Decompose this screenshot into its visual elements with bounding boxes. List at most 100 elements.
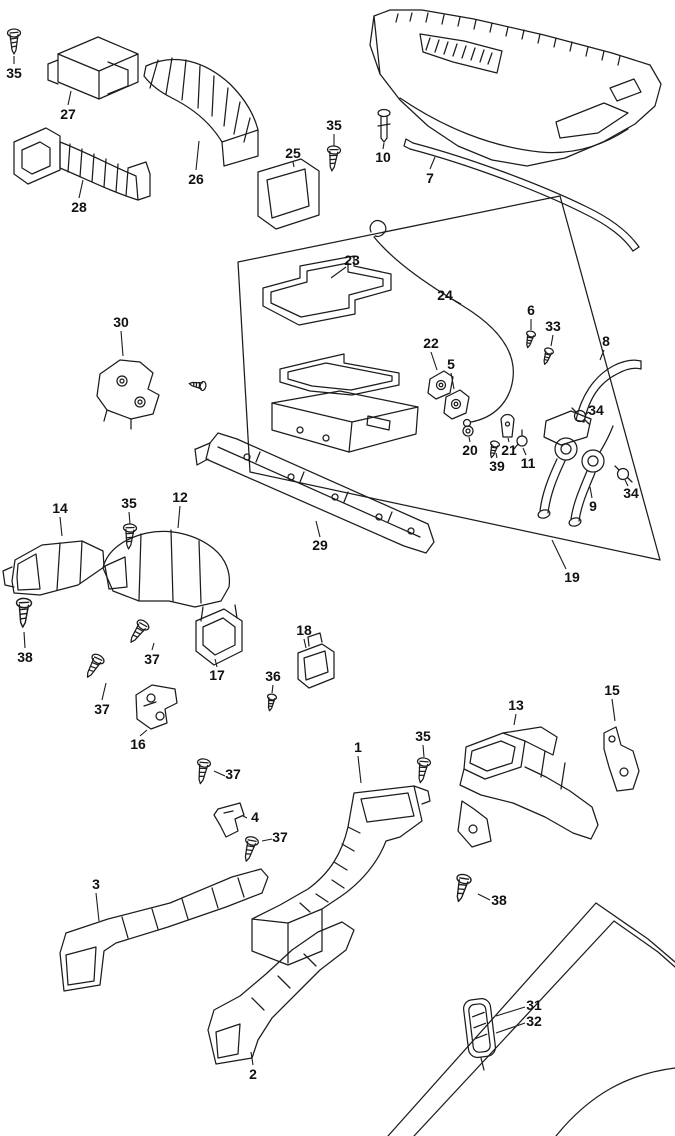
part-callout-25: 25: [285, 145, 301, 161]
leader-line-24: [451, 298, 462, 305]
part-callout-27: 27: [60, 106, 76, 122]
leader-line-14: [59, 516, 63, 537]
leader-line-29: [315, 520, 321, 538]
part-callout-35: 35: [6, 65, 22, 81]
part-callout-15: 15: [604, 682, 620, 698]
leader-line-20: [468, 436, 471, 443]
part-21-art: [500, 413, 515, 438]
part-callout-28: 28: [71, 199, 87, 215]
part-27-art: [47, 36, 139, 100]
part-callout-35: 35: [121, 495, 137, 511]
leader-line-7: [429, 156, 436, 170]
leader-line-15: [611, 698, 616, 722]
part-callout-12: 12: [172, 489, 188, 505]
leader-line-39: [495, 452, 498, 459]
part-callout-18: 18: [296, 622, 312, 638]
part-4-art: [213, 802, 245, 838]
leader-line-35: [128, 511, 131, 525]
part-15-art: [603, 726, 640, 792]
leader-line-11: [522, 447, 527, 456]
part-callout-35: 35: [326, 117, 342, 133]
part-callout-31: 31: [526, 997, 542, 1013]
leader-line-35: [422, 744, 425, 758]
part-callout-21: 21: [501, 442, 517, 458]
leader-line-37: [261, 838, 273, 842]
part-3-art: [59, 868, 269, 992]
part-13-art: [457, 726, 599, 848]
leader-line-32: [495, 1022, 526, 1034]
leader-line-36: [271, 684, 274, 694]
heater-unit-art: [187, 353, 419, 453]
part-callout-1: 1: [354, 739, 362, 755]
leader-line-4: [242, 815, 248, 819]
dashboard-art: [369, 9, 662, 167]
part-callout-10: 10: [375, 149, 391, 165]
part-callout-17: 17: [209, 667, 225, 683]
part-22-art: [427, 370, 454, 400]
part-25-art: [257, 158, 320, 230]
part-callout-30: 30: [113, 314, 129, 330]
part-callout-38: 38: [491, 892, 507, 908]
part-2-art: [207, 921, 355, 1065]
part-callout-37: 37: [144, 651, 160, 667]
leader-line-27: [67, 90, 72, 106]
clamp-34-b-art: [614, 465, 633, 483]
leader-line-28: [78, 179, 84, 199]
part-29-art: [194, 432, 435, 554]
part-28-art: [13, 127, 151, 201]
part-callout-22: 22: [423, 335, 439, 351]
part-callout-37: 37: [272, 829, 288, 845]
part-callout-7: 7: [426, 170, 434, 186]
part-callout-29: 29: [312, 537, 328, 553]
leader-line-21: [507, 437, 510, 443]
part-5-art: [443, 389, 470, 420]
part-callout-6: 6: [527, 302, 535, 318]
part-16-art: [135, 684, 178, 730]
part-callout-39: 39: [489, 458, 505, 474]
leader-line-37: [151, 642, 155, 651]
leader-line-10: [382, 142, 385, 150]
leader-line-30: [120, 330, 124, 357]
part-14-art: [2, 540, 105, 596]
part-callout-37: 37: [94, 701, 110, 717]
part-callout-36: 36: [265, 668, 281, 684]
leader-line-2: [250, 1051, 254, 1066]
part-callout-24: 24: [437, 287, 453, 303]
panel-outline-art: [237, 195, 661, 561]
leader-line-13: [513, 713, 517, 726]
leader-line-25: [292, 161, 295, 168]
part-callout-16: 16: [130, 736, 146, 752]
part-9-art: [537, 410, 614, 527]
leader-line-19: [551, 539, 567, 570]
part-callout-9: 9: [589, 498, 597, 514]
leader-line-34: [624, 479, 629, 487]
part-callout-38: 38: [17, 649, 33, 665]
leader-line-26: [195, 140, 200, 171]
part-callout-2: 2: [249, 1066, 257, 1082]
leader-line-1: [357, 755, 362, 784]
leader-line-8: [599, 349, 605, 361]
car-body-art: [387, 902, 675, 1136]
leader-line-38: [23, 631, 26, 649]
part-30-art: [96, 359, 160, 430]
leader-line-22: [430, 351, 438, 371]
part-callout-5: 5: [447, 356, 455, 372]
part-17-art: [195, 604, 243, 666]
leader-line-34: [585, 411, 590, 415]
part-20-art: [462, 425, 474, 437]
part-callout-32: 32: [526, 1013, 542, 1029]
part-23-art: [262, 255, 392, 326]
part-26-art: [143, 57, 259, 167]
part-1-art: [251, 785, 431, 966]
part-18-art: [297, 632, 335, 689]
part-callout-35: 35: [415, 728, 431, 744]
part-callout-8: 8: [602, 333, 610, 349]
leader-line-5: [450, 372, 455, 390]
part-callout-34: 34: [588, 402, 604, 418]
part-callout-11: 11: [520, 455, 536, 471]
part-callout-3: 3: [92, 876, 100, 892]
part-31-32-vent-art: [462, 998, 497, 1059]
part-callout-19: 19: [564, 569, 580, 585]
